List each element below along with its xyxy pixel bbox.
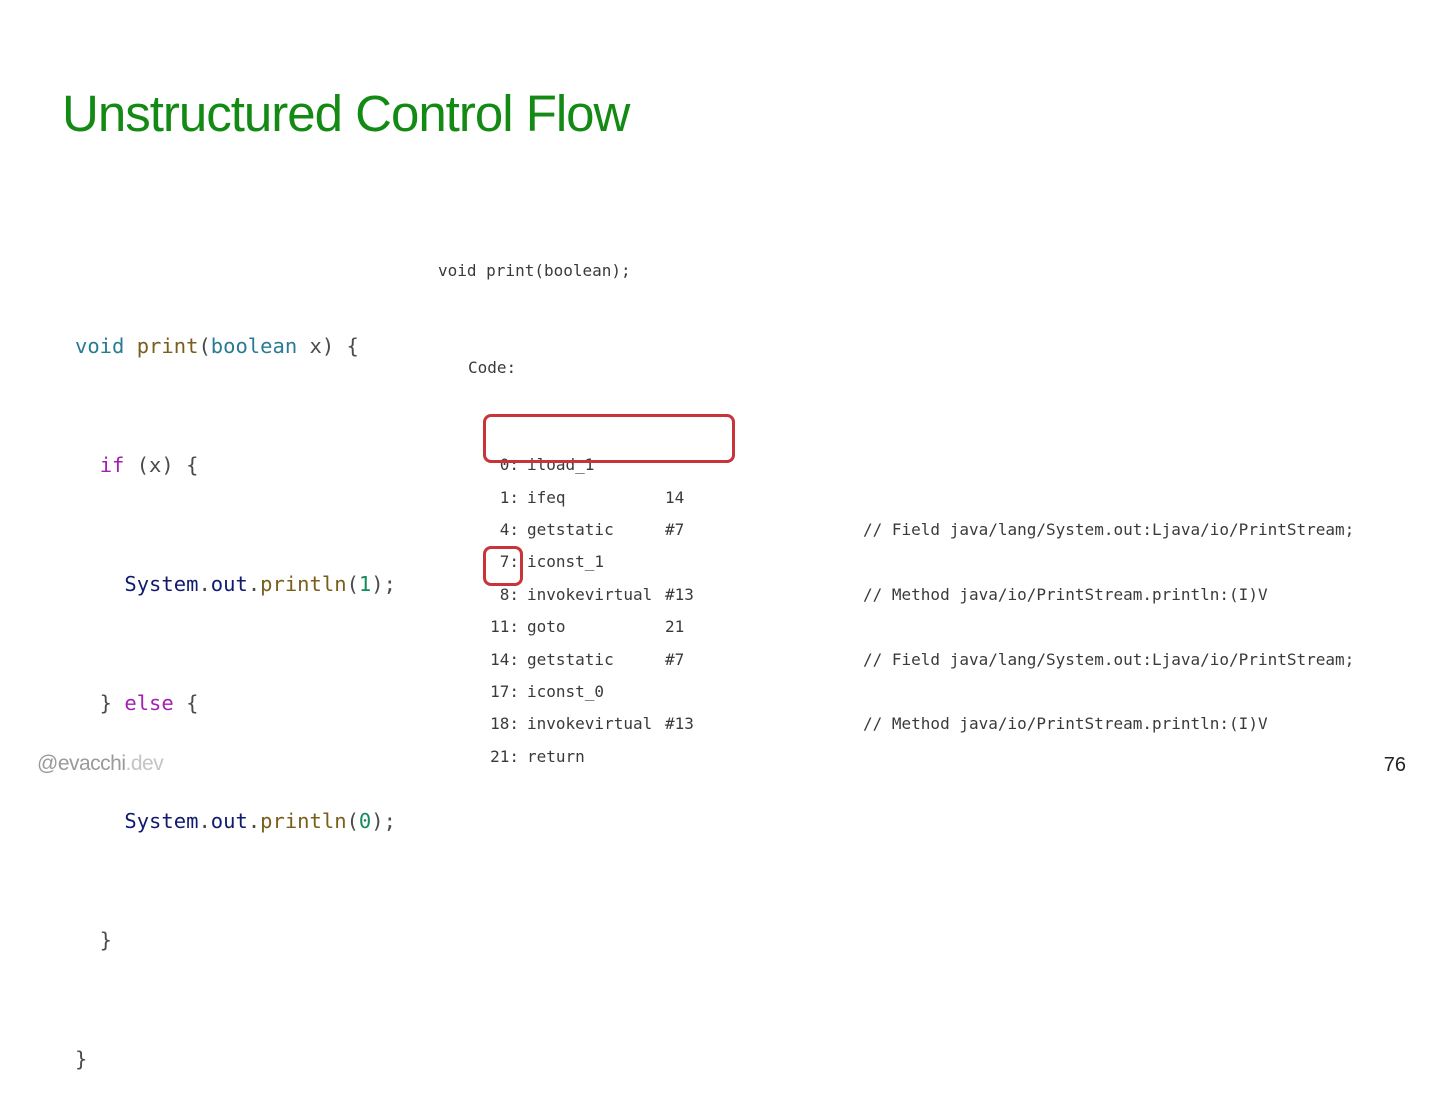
paren-close: );: [371, 809, 396, 834]
operand: #13: [665, 584, 694, 604]
instruction-offset: 21:: [490, 746, 519, 766]
opcode: getstatic: [527, 520, 614, 539]
indent: [75, 809, 124, 833]
bytecode-row: 18: invokevirtual #13 // Method java/io/Pri…: [438, 708, 1267, 740]
operand: 21: [665, 617, 685, 637]
keyword-if: if: [99, 452, 125, 477]
dot: .: [247, 809, 261, 834]
instruction-offset: 17:: [490, 681, 519, 701]
bytecode-row: 17: iconst_0: [438, 676, 631, 708]
bytecode-row: 1: ifeq 14: [438, 482, 685, 514]
bytecode-comment: // Field java/lang/System.out:Ljava/io/P…: [863, 649, 1355, 669]
opcode: invokevirtual: [527, 714, 653, 734]
opcode: return: [527, 746, 585, 766]
operand: #7: [665, 520, 685, 539]
brace: }: [75, 690, 125, 715]
bytecode-rows: 0: iload_1 1: ifeq 14 4: getstatic #7 // Field j…: [438, 449, 1355, 773]
if-rest: (x) {: [124, 452, 199, 477]
bytecode-row: 7: iconst_1: [438, 546, 631, 578]
class-system: System: [124, 571, 199, 596]
java-line-3: System.out.println(1);: [75, 565, 396, 605]
field-out: out: [210, 571, 248, 596]
paren: (: [346, 571, 359, 596]
indent: [75, 572, 124, 596]
bytecode-row: 0: iload_1: [438, 449, 631, 481]
instruction-offset: 18:: [490, 714, 519, 734]
footer-handle: @evacchi.dev: [37, 752, 164, 776]
method-name: print: [136, 334, 199, 359]
operand: #13: [665, 714, 694, 734]
paren: (: [198, 334, 211, 359]
field-out: out: [210, 809, 248, 834]
else-rest: {: [173, 690, 199, 715]
keyword-void: void: [75, 334, 125, 359]
paren-close: );: [371, 571, 396, 596]
java-line-6: }: [75, 928, 113, 953]
indent: [75, 453, 100, 477]
number-literal: 0: [358, 809, 372, 834]
opcode: iconst_0: [527, 681, 605, 701]
opcode: getstatic: [527, 649, 614, 669]
opcode: ifeq: [527, 487, 566, 507]
bytecode-comment: // Method java/io/PrintStream.println:(I…: [863, 714, 1268, 734]
bytecode-listing: void print(boolean); Code: 0: iload_1 1: if…: [438, 190, 1355, 806]
goto-highlight-box: [483, 414, 735, 463]
opcode: iconst_1: [527, 552, 605, 572]
operand: 14: [665, 487, 685, 507]
java-line-7: }: [75, 1046, 88, 1071]
instruction-offset: 1:: [499, 487, 519, 507]
opcode: iload_1: [527, 455, 595, 475]
bytecode-row: 14: getstatic #7 // Field java/lang/System.…: [438, 644, 1354, 676]
java-line-2: if (x) {: [75, 446, 396, 486]
opcode: goto: [527, 617, 566, 637]
return-offset-highlight-box: [483, 546, 523, 586]
java-line-5: System.out.println(0);: [75, 802, 396, 842]
paren: (: [346, 809, 359, 834]
bytecode-row: 4: getstatic #7 // Field java/lang/System.o…: [438, 514, 1355, 546]
slide-title: Unstructured Control Flow: [62, 85, 630, 142]
number-literal: 1: [358, 571, 372, 596]
method-println: println: [260, 809, 347, 834]
footer-handle-name: @evacchi: [37, 752, 126, 775]
bytecode-row: 21: return: [438, 741, 631, 773]
keyword-boolean: boolean: [210, 334, 298, 359]
instruction-offset: 7:: [499, 552, 519, 572]
bytecode-method-signature: void print(boolean);: [438, 260, 631, 280]
instruction-offset: 11:: [490, 617, 519, 637]
dot: .: [198, 571, 211, 596]
instruction-offset: 14:: [490, 649, 519, 669]
page-number: 76: [1383, 754, 1406, 776]
params-rest: x) {: [297, 334, 359, 359]
operand: #7: [665, 649, 685, 669]
keyword-else: else: [124, 690, 174, 715]
instruction-offset: 8:: [499, 584, 519, 604]
instruction-offset: 0:: [499, 455, 519, 475]
method-println: println: [260, 571, 347, 596]
instruction-offset: 4:: [499, 520, 519, 539]
dot: .: [198, 809, 211, 834]
footer-handle-domain: .dev: [125, 752, 164, 775]
java-line-1: void print(boolean x) {: [75, 327, 396, 367]
bytecode-row: 8: invokevirtual #13 // Method java/io/Prin…: [438, 579, 1268, 611]
class-system: System: [124, 809, 199, 834]
java-line-4: } else {: [75, 684, 396, 724]
bytecode-comment: // Method java/io/PrintStream.println:(I…: [863, 584, 1268, 604]
bytecode-code-label: Code:: [468, 358, 517, 378]
opcode: invokevirtual: [527, 584, 653, 604]
dot: .: [247, 571, 261, 596]
bytecode-row: 11: goto 21: [438, 611, 684, 643]
java-source-code: void print(boolean x) { if (x) { System.…: [75, 248, 396, 1119]
bytecode-comment: // Field java/lang/System.out:Ljava/io/P…: [863, 520, 1355, 539]
